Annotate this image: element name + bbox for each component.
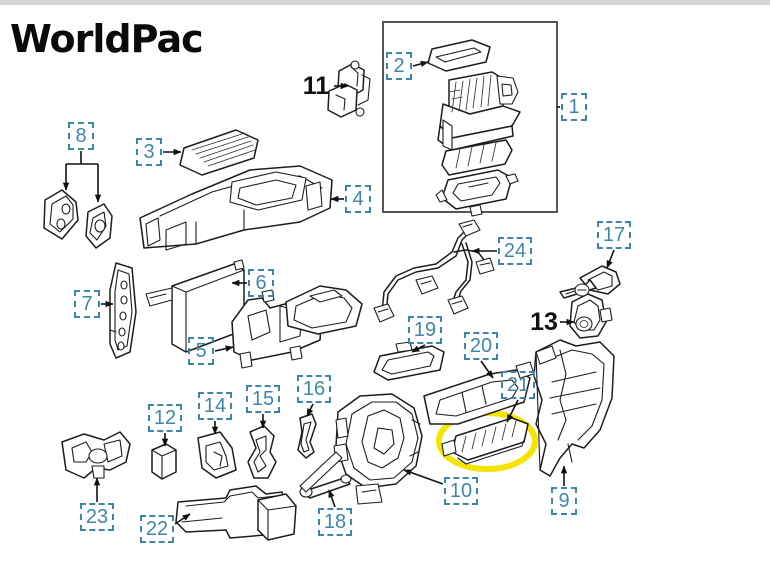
part-5-case-top-cover <box>285 285 363 335</box>
callout-18[interactable]: 18 <box>318 508 352 536</box>
callout-11[interactable]: 11 <box>302 71 330 100</box>
part-22-heater-core <box>175 485 297 541</box>
part-24-wiring-harness <box>373 219 495 323</box>
part-1-blower-module <box>437 71 521 157</box>
part-17-sensor-probe <box>559 265 621 299</box>
part-1-vent-grille <box>441 139 513 176</box>
callout-21[interactable]: 21 <box>501 371 535 399</box>
callout-6[interactable]: 6 <box>248 269 274 297</box>
callout-1[interactable]: 1 <box>561 93 587 121</box>
part-21-evaporator-core <box>441 417 529 465</box>
part-3-cabin-air-filter <box>179 129 259 176</box>
part-9-side-case-panel <box>533 339 615 477</box>
part-16-small-lever <box>297 413 317 459</box>
part-2-duct-cover <box>427 39 491 72</box>
part-1-base-tray <box>435 169 519 217</box>
part-13-servo-actuator <box>569 283 613 339</box>
callout-20[interactable]: 20 <box>464 332 498 360</box>
part-15-mode-door <box>247 425 277 479</box>
callout-9[interactable]: 9 <box>551 487 577 515</box>
callout-24[interactable]: 24 <box>498 237 532 265</box>
leader-lines <box>66 60 615 525</box>
callout-15[interactable]: 15 <box>246 385 280 413</box>
part-6-control-module <box>145 259 245 353</box>
top-gray-strip <box>0 0 770 5</box>
worldpac-watermark: WorldPac <box>10 17 204 61</box>
part-8-mounting-brackets <box>43 189 113 249</box>
callout-19[interactable]: 19 <box>408 316 442 344</box>
part-12-block-clip <box>151 443 177 480</box>
part-14-wedge-duct <box>197 431 237 479</box>
callout-16[interactable]: 16 <box>297 375 331 403</box>
callout-23[interactable]: 23 <box>80 503 114 531</box>
callout-12[interactable]: 12 <box>148 404 182 432</box>
part-10-blower-motor <box>299 393 423 505</box>
part-4-heater-case-upper <box>139 165 333 251</box>
callout-3[interactable]: 3 <box>136 138 162 166</box>
callout-17[interactable]: 17 <box>597 221 631 249</box>
callout-8[interactable]: 8 <box>68 122 94 150</box>
part-19-duct-vent <box>373 341 445 381</box>
callout-2[interactable]: 2 <box>386 52 412 80</box>
callout-22[interactable]: 22 <box>140 515 174 543</box>
part-11-actuator-motor <box>327 60 371 118</box>
part-23-housing-bracket <box>61 431 131 479</box>
part-18-rod-link <box>299 474 352 499</box>
callout-4[interactable]: 4 <box>345 185 371 213</box>
callout-7[interactable]: 7 <box>74 290 100 318</box>
part-20-evaporator-shroud <box>423 361 535 425</box>
callout-5[interactable]: 5 <box>188 337 214 365</box>
callout-13[interactable]: 13 <box>530 307 558 336</box>
callout-14[interactable]: 14 <box>198 392 232 420</box>
part-7-side-bracket-plate <box>109 262 137 359</box>
callout-10[interactable]: 10 <box>444 477 478 505</box>
